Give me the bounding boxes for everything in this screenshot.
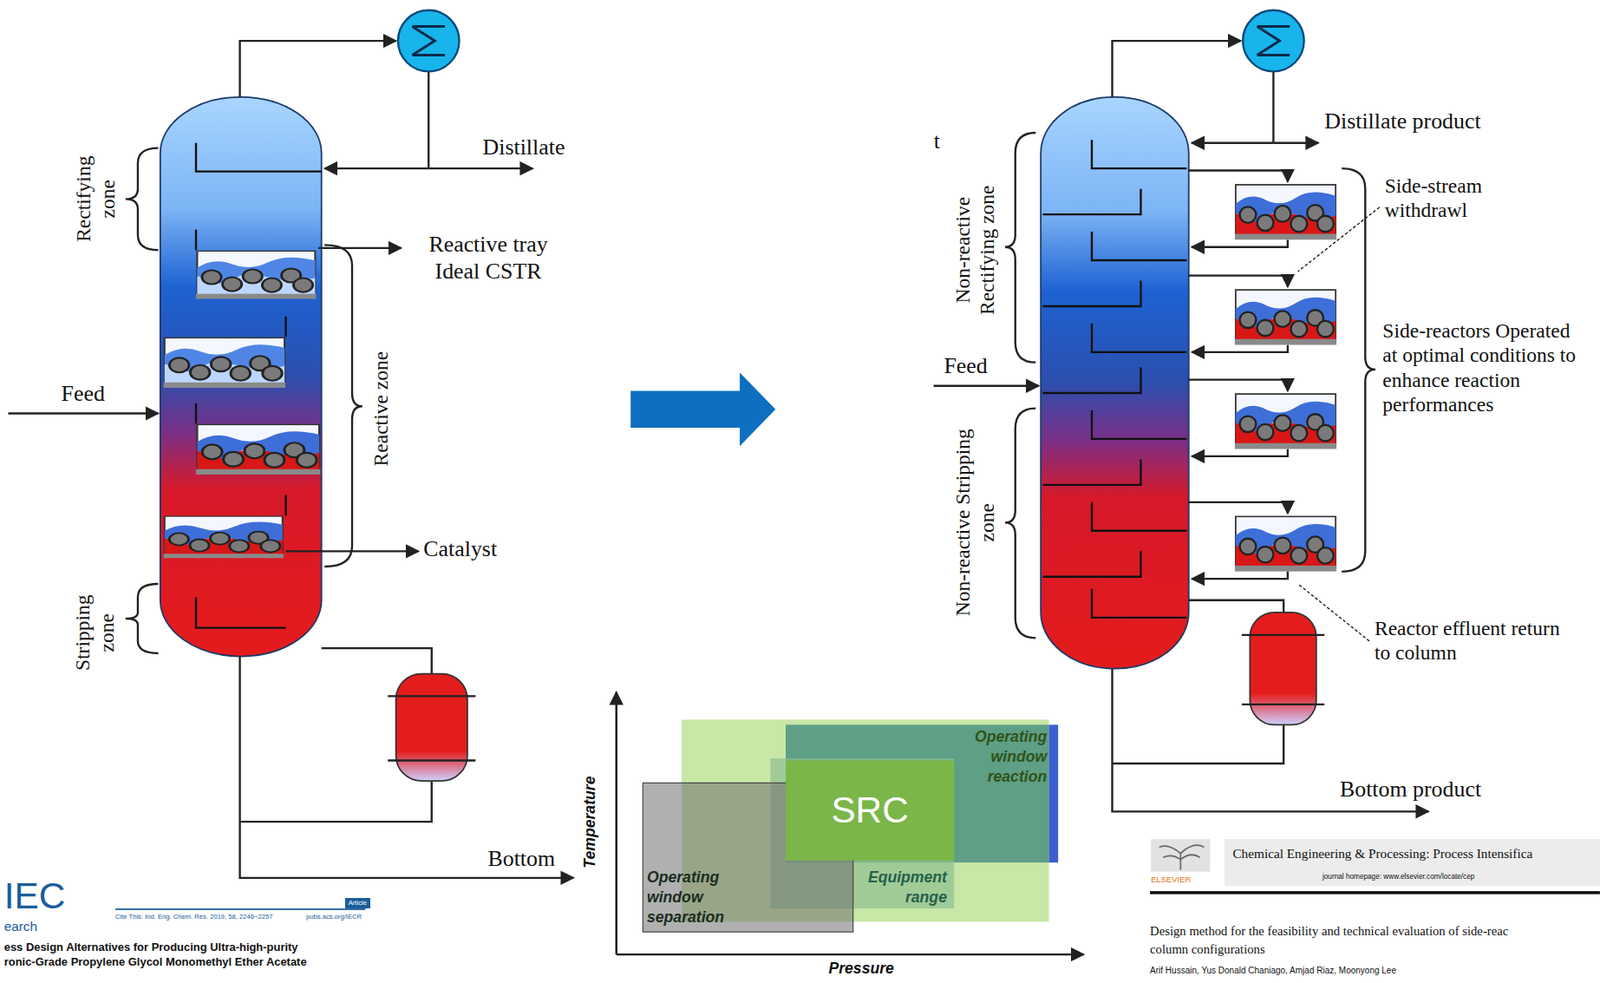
right-piping: [933, 40, 1430, 811]
operating-window-chart: [616, 692, 1085, 954]
journal-logo: earch: [4, 918, 38, 934]
citation-text: Cite This: Ind. Eng. Chem. Res. 2019, 58…: [115, 912, 274, 921]
axis-label: Temperature: [581, 760, 600, 883]
author-list: Arif Hussain, Yus Donald Chaniago, Amjad…: [1149, 965, 1397, 976]
paper-title: column configurations: [1149, 941, 1266, 958]
zone-label: Non-reactive Rectifying zone: [949, 155, 999, 345]
article-tag: Article: [345, 897, 371, 908]
stream-label: Catalyst: [423, 535, 497, 562]
journal-logo: IEC: [4, 877, 66, 915]
stream-label: Bottom: [487, 844, 556, 872]
journal-name: Chemical Engineering & Processing: Proce…: [1232, 845, 1533, 862]
src-box: SRC: [785, 760, 954, 861]
journal-header-right: [1149, 838, 1600, 895]
left-piping: [8, 40, 575, 878]
publisher-logo: ELSEVIER: [1150, 874, 1191, 884]
reboiler-symbol: [1241, 612, 1325, 725]
zone-label: Non-reactive Stripping zone: [949, 428, 999, 618]
journal-header-left: [115, 907, 366, 910]
paper-title: Design method for the feasibility and te…: [1149, 923, 1509, 940]
callout-text: Reactor effluent return to column: [1374, 615, 1569, 665]
stream-label: Feed: [943, 352, 987, 379]
transition-arrow: [630, 372, 776, 446]
region-label: SRC: [785, 788, 954, 833]
axis-label: Pressure: [828, 959, 894, 978]
tray-label: Reactive tray Ideal CSTR: [404, 230, 573, 285]
stream-label: Feed: [61, 379, 105, 407]
zone-label: Rectifying zone: [70, 145, 119, 254]
reboiler-symbol: [387, 673, 476, 782]
paper-title: ronic-Grade Propylene Glycol Monomethyl …: [4, 954, 307, 969]
condenser-symbol: [1242, 10, 1305, 72]
region-label: Equipment range: [855, 867, 947, 908]
callout-text: Side-reactors Operated at optimal condit…: [1382, 318, 1577, 417]
separation-window: Operating window separation: [642, 782, 853, 932]
side-reactor-column: [1040, 97, 1189, 669]
callout-text: Side-stream withdrawl: [1384, 173, 1529, 223]
zone-label: Stripping zone: [70, 574, 119, 692]
stream-label: Distillate product: [1324, 107, 1481, 135]
condenser-symbol: [398, 10, 460, 72]
stream-label: Distillate: [483, 133, 566, 161]
reaction-window: Operating window reaction: [785, 724, 1050, 863]
journal-url: journal homepage: www.elsevier.com/locat…: [1322, 872, 1475, 882]
zone-label: Reactive zone: [368, 316, 393, 501]
paper-title: ess Design Alternatives for Producing Ul…: [4, 940, 299, 954]
stream-label: Bottom product: [1339, 775, 1482, 803]
reactive-distillation-column: [160, 97, 322, 657]
region-label: Operating window separation: [646, 867, 745, 928]
journal-url: pubs.acs.org/IECR: [306, 912, 362, 921]
stream-label: t: [933, 127, 941, 155]
region-label: Operating window reaction: [957, 726, 1048, 787]
